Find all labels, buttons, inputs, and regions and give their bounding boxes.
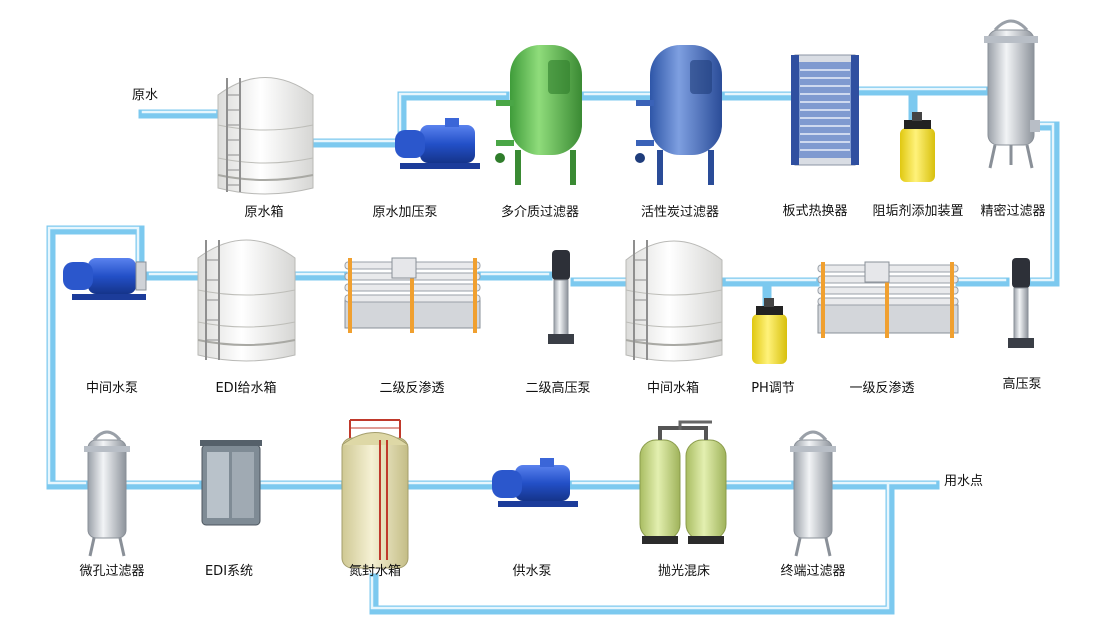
label-intermediate-pump: 中间水泵 [85, 381, 139, 396]
intermediate-water-pump [63, 258, 147, 300]
label-secondary-hp-pump: 二级高压泵 [525, 381, 591, 396]
label-activated-carbon-filter: 活性炭过滤器 [640, 205, 720, 220]
primary-reverse-osmosis [817, 261, 959, 338]
microporous-filter [84, 430, 130, 557]
label-primary-ro: 一级反渗透 [849, 381, 915, 396]
multimedia-filter [495, 45, 582, 185]
ph-adjustment-unit [752, 298, 787, 364]
label-raw-water: 原水 [132, 88, 159, 103]
edi-feed-water-tank [197, 239, 296, 362]
label-supply-pump: 供水泵 [512, 564, 552, 579]
label-use-point: 用水点 [944, 474, 984, 489]
activated-carbon-filter [635, 45, 722, 185]
precision-filter [984, 19, 1040, 169]
antiscalant-dosing-unit [900, 112, 935, 182]
edi-system [200, 440, 262, 526]
label-high-pressure-pump: 高压泵 [1002, 377, 1042, 392]
raw-water-tank [217, 77, 314, 195]
polishing-mixed-bed [639, 420, 727, 544]
plate-heat-exchanger [791, 54, 859, 166]
label-nitrogen-sealed-tank: 氮封水箱 [348, 564, 402, 579]
label-intermediate-tank: 中间水箱 [646, 381, 700, 396]
label-edi-system: EDI系统 [204, 564, 254, 579]
supply-water-pump [492, 458, 578, 507]
label-edi-feed-tank: EDI给水箱 [215, 381, 277, 396]
secondary-reverse-osmosis [344, 257, 481, 333]
label-secondary-ro: 二级反渗透 [379, 381, 445, 396]
label-polishing-mixed-bed: 抛光混床 [657, 564, 711, 579]
label-antiscalant-dosing: 阻垢剂添加装置 [872, 204, 964, 219]
label-multimedia-filter: 多介质过滤器 [500, 205, 580, 220]
intermediate-water-tank [625, 240, 723, 362]
label-terminal-filter: 终端过滤器 [780, 564, 846, 579]
pipe-network [46, 86, 1060, 615]
label-raw-water-tank: 原水箱 [244, 205, 284, 220]
label-ph-adjustment: PH调节 [751, 381, 795, 396]
secondary-high-pressure-pump [548, 250, 574, 344]
high-pressure-pump [1008, 258, 1034, 348]
label-precision-filter: 精密过滤器 [980, 204, 1046, 219]
raw-water-pump [395, 118, 480, 169]
nitrogen-sealed-water-tank [341, 419, 409, 569]
label-raw-water-pump: 原水加压泵 [372, 205, 438, 220]
label-microporous-filter: 微孔过滤器 [79, 564, 145, 579]
label-plate-heat-exchanger: 板式热换器 [782, 204, 848, 219]
terminal-filter [790, 430, 836, 557]
